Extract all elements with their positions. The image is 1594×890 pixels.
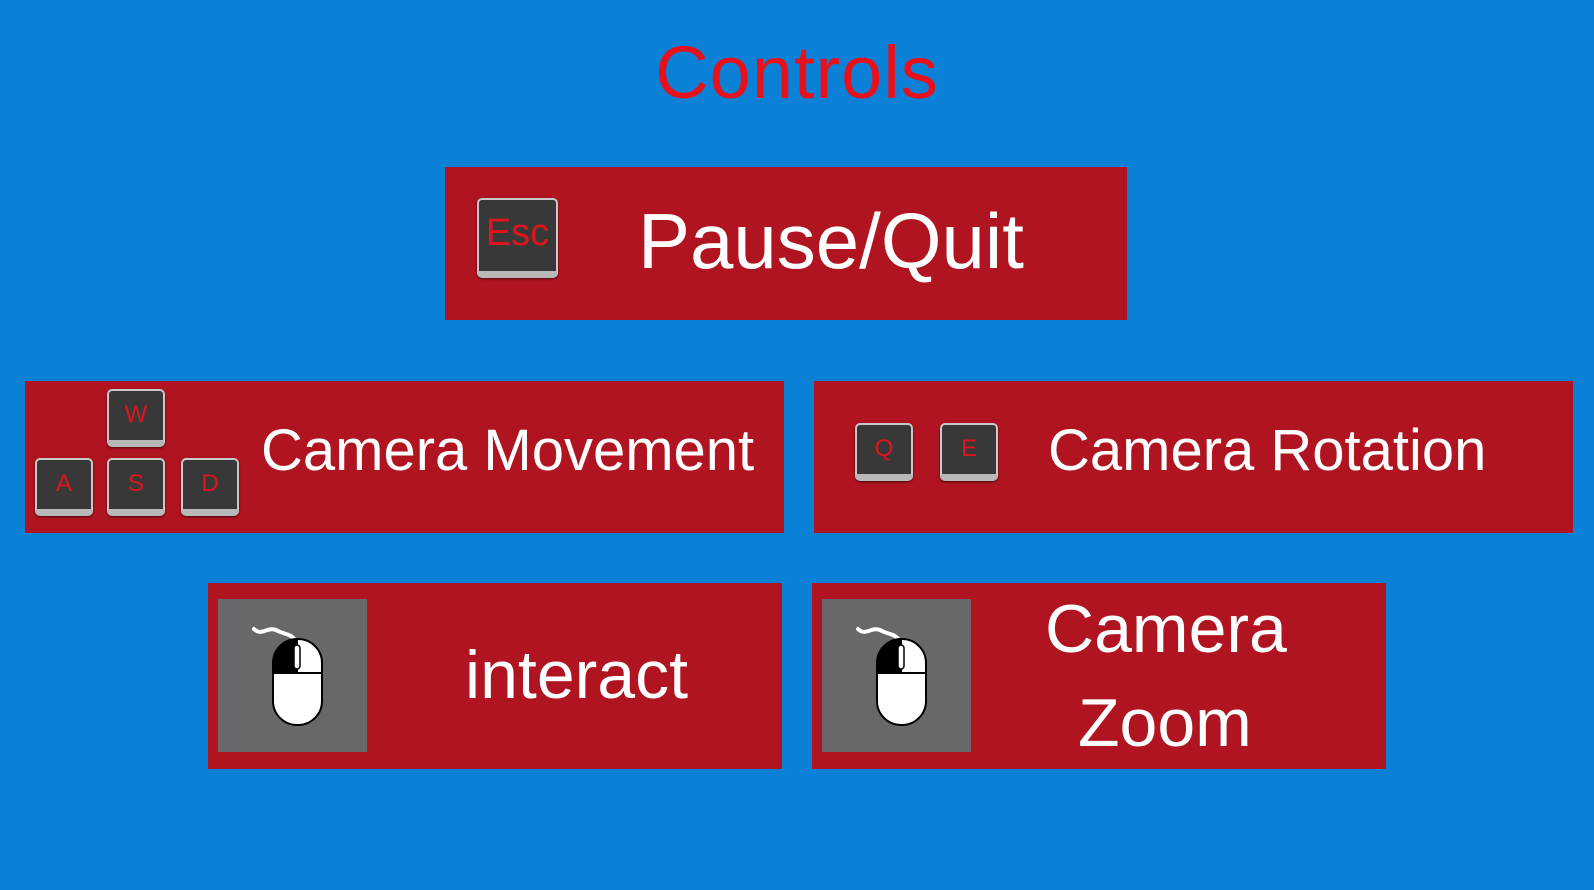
esc-key-icon: Esc: [477, 198, 558, 278]
d-key-icon: D: [181, 458, 239, 516]
camera-movement-label: Camera Movement: [261, 418, 755, 483]
camera-zoom-panel: Camera Zoom: [812, 583, 1386, 769]
a-key-icon: A: [35, 458, 93, 516]
s-key-icon: S: [107, 458, 165, 516]
pause-quit-label: Pause/Quit: [638, 197, 1024, 285]
pause-quit-panel: Esc Pause/Quit: [445, 167, 1127, 320]
mouse-scroll-wheel-icon: [856, 627, 927, 726]
mouse-tile: [822, 599, 971, 752]
interact-panel: interact: [208, 583, 782, 769]
camera-zoom-label-line1: Camera: [1045, 591, 1287, 667]
camera-movement-panel: W A S D Camera Movement: [25, 381, 784, 533]
mouse-left-click-icon: [252, 627, 323, 726]
interact-label: interact: [465, 637, 688, 713]
camera-zoom-label-line2: Zoom: [1078, 685, 1252, 761]
camera-rotation-label: Camera Rotation: [1048, 418, 1487, 483]
e-key-icon: E: [940, 423, 998, 481]
q-key-icon: Q: [855, 423, 913, 481]
w-key-icon: W: [107, 389, 165, 447]
page-title: Controls: [655, 31, 939, 114]
camera-rotation-panel: Q E Camera Rotation: [814, 381, 1573, 533]
mouse-tile: [218, 599, 367, 752]
